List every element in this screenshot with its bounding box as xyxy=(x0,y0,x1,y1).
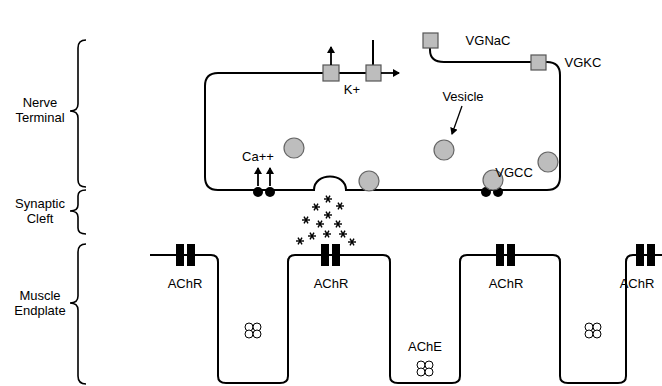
ache-lobe xyxy=(245,330,253,338)
brackets xyxy=(70,40,86,384)
enzyme-label: AChE xyxy=(408,339,442,354)
ache-lobe xyxy=(593,330,601,338)
ache-lobe xyxy=(417,368,425,376)
ach-molecule xyxy=(326,196,330,203)
ach-molecule xyxy=(314,204,318,211)
ach-molecule xyxy=(336,221,340,228)
ach-molecule xyxy=(338,203,342,210)
receptor-label: AChR xyxy=(489,276,524,291)
ache-enzymes xyxy=(245,323,601,376)
receptors xyxy=(176,244,655,266)
ache-lobe xyxy=(425,368,433,376)
muscle-membrane xyxy=(150,255,662,383)
ach-molecule xyxy=(310,233,314,240)
channel-label: VGCC xyxy=(495,165,533,180)
ache-lobe xyxy=(253,330,261,338)
ach-molecule xyxy=(310,233,314,240)
ach-molecule xyxy=(326,212,330,219)
ach-molecule xyxy=(298,238,302,245)
ach-molecule xyxy=(298,238,302,245)
ach-molecule xyxy=(350,239,354,246)
ach-molecule xyxy=(325,231,329,238)
region-label: Synaptic Cleft xyxy=(3,196,77,226)
receptor-label: AChR xyxy=(314,276,349,291)
receptor-label: AChR xyxy=(620,276,655,291)
vesicles xyxy=(284,138,558,191)
region-label: Nerve Terminal xyxy=(3,95,77,125)
receptor-label: AChR xyxy=(168,276,203,291)
ion-arrows xyxy=(258,47,462,186)
ach-molecule xyxy=(304,217,308,224)
ach-molecule xyxy=(318,221,322,228)
nerve-membrane xyxy=(205,40,560,190)
ach-molecule xyxy=(326,212,330,219)
region-label: Muscle Endplate xyxy=(3,288,77,318)
ach-molecule xyxy=(336,221,340,228)
ache-lobe xyxy=(585,330,593,338)
ion-label: K+ xyxy=(344,82,360,97)
ach-molecule xyxy=(326,196,330,203)
ach-molecule xyxy=(338,203,342,210)
acetylcholine xyxy=(296,196,356,246)
ach-molecule xyxy=(325,231,329,238)
channels xyxy=(323,33,546,81)
ion-label: Ca++ xyxy=(242,149,274,164)
ach-molecule xyxy=(314,204,318,211)
channel-label: VGKC xyxy=(565,55,602,70)
ach-molecule xyxy=(341,231,345,238)
ach-molecule xyxy=(318,221,322,228)
ach-molecule xyxy=(304,217,308,224)
vgcc-dots xyxy=(253,187,503,197)
part-label: Vesicle xyxy=(442,89,483,104)
ach-molecule xyxy=(350,239,354,246)
channel-label: VGNaC xyxy=(466,33,511,48)
ach-molecule xyxy=(341,231,345,238)
